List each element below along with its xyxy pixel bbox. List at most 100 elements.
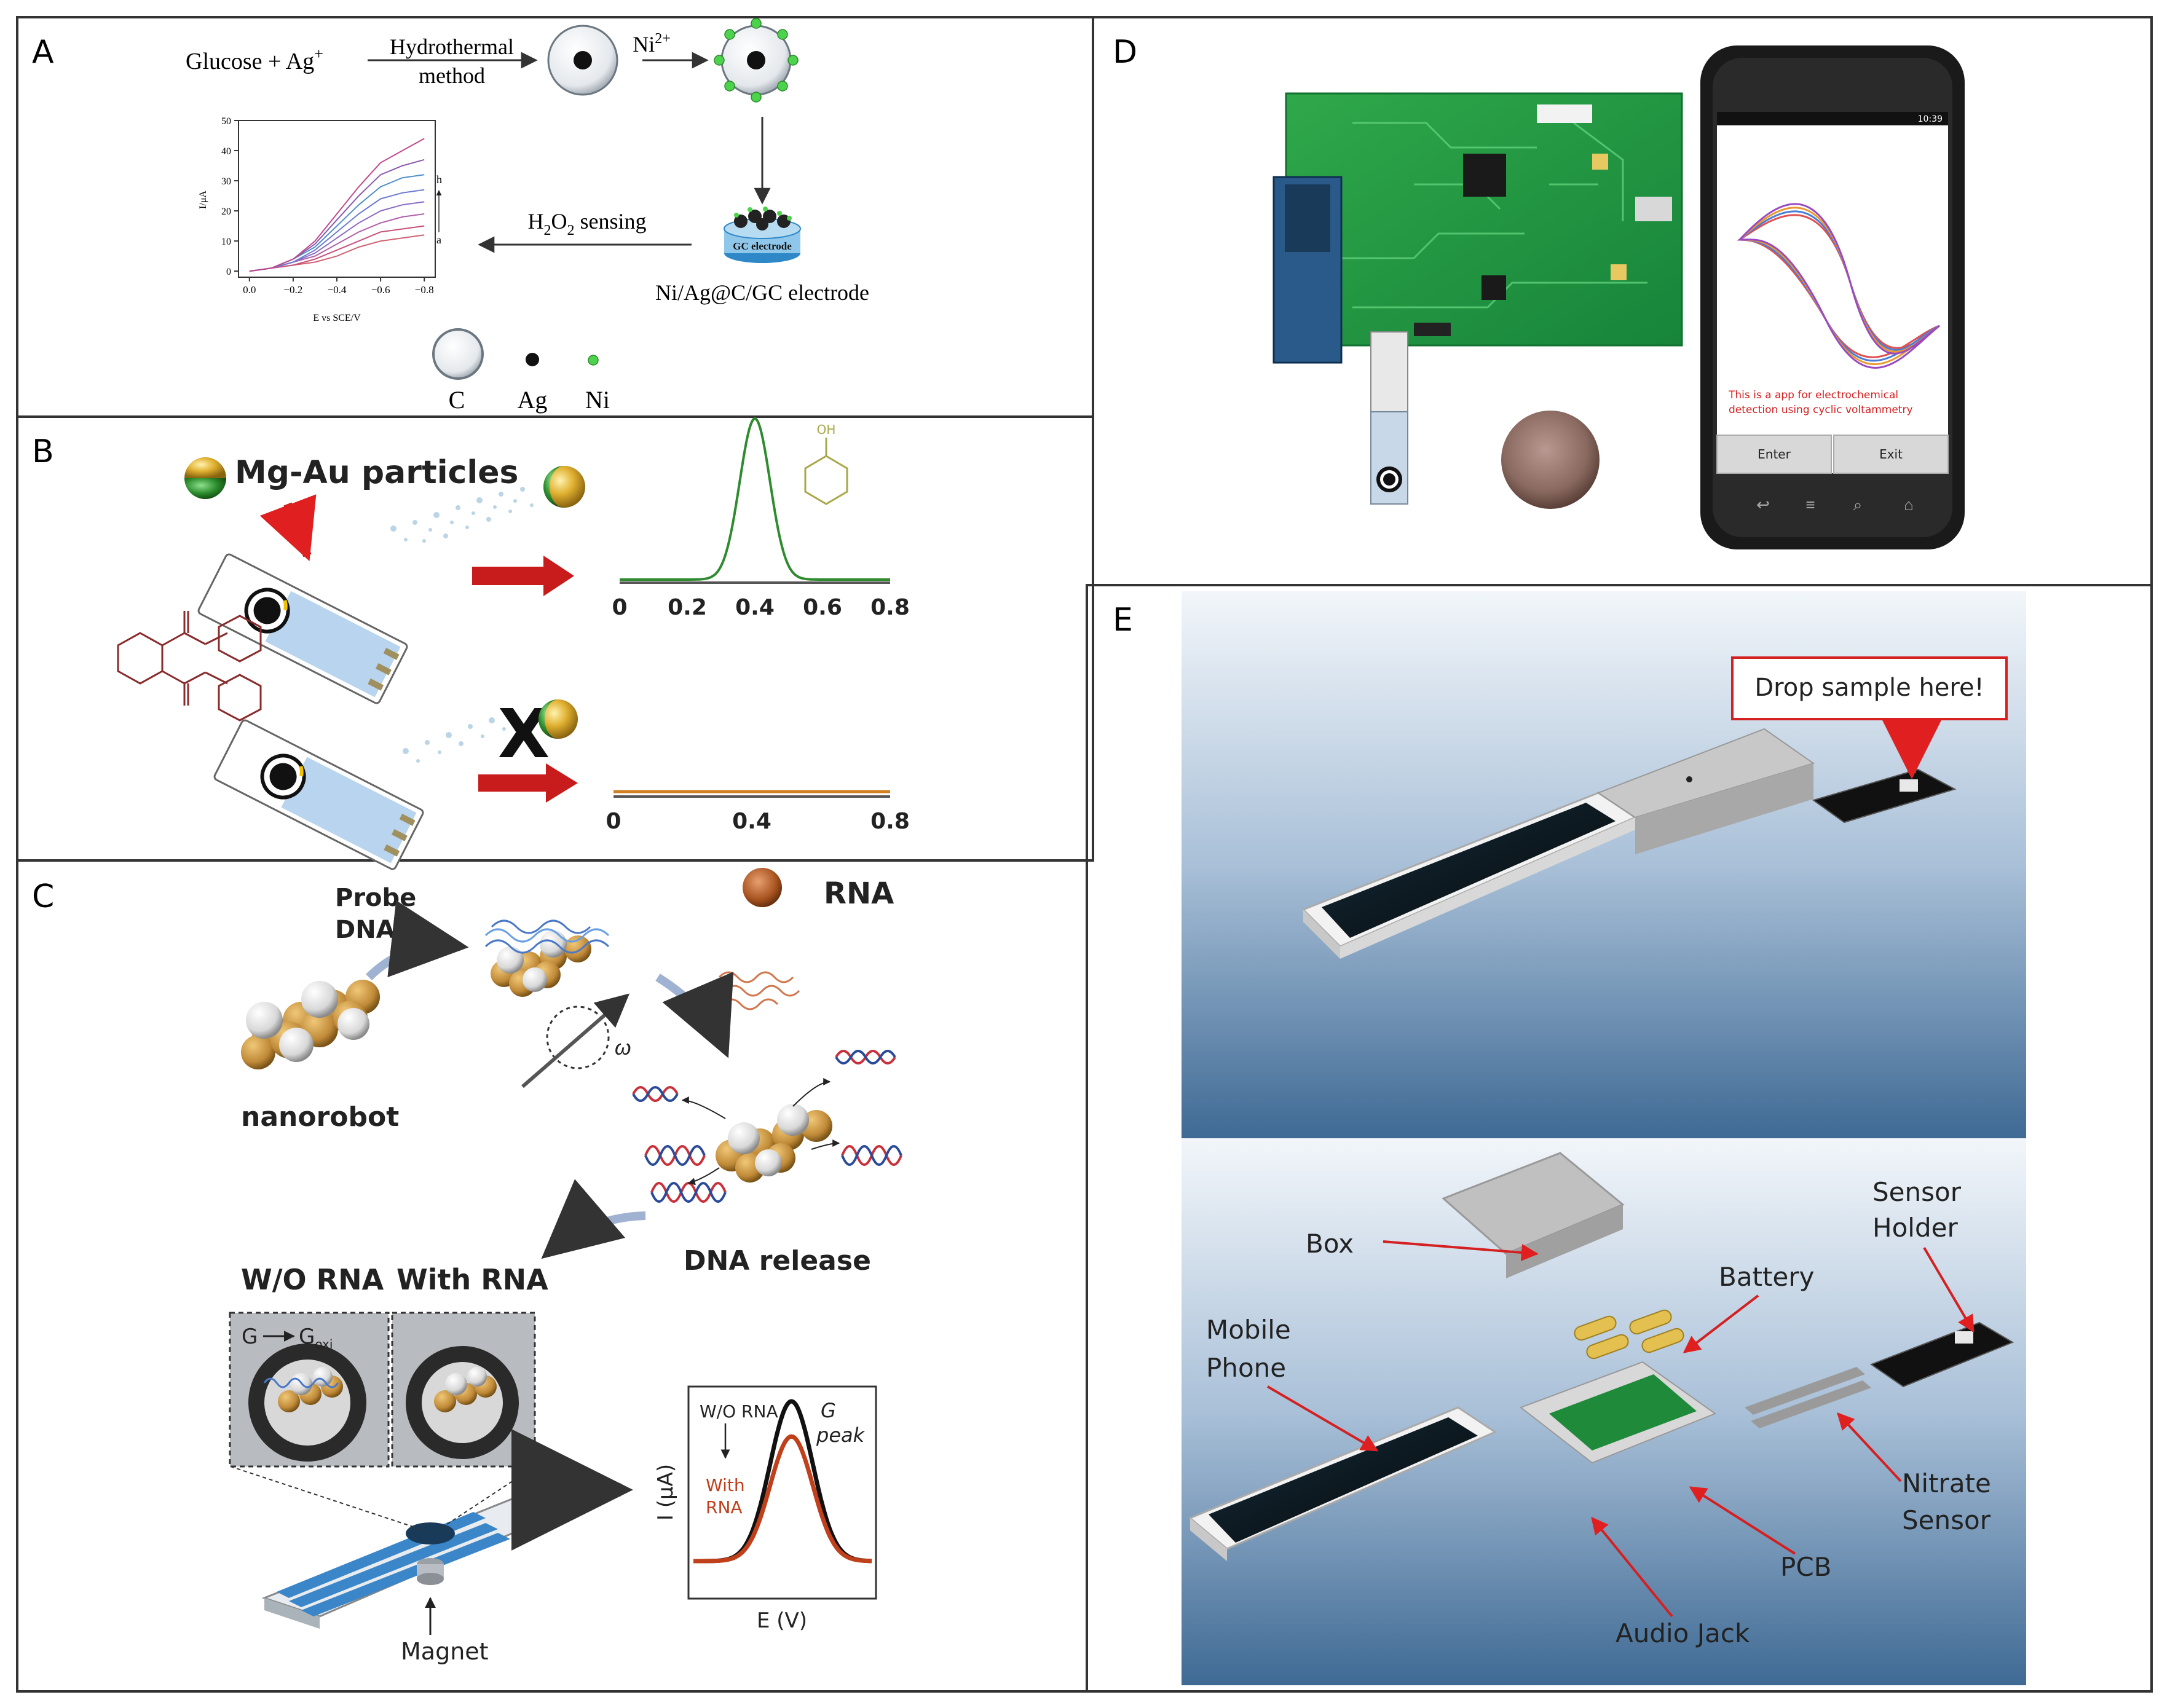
chart-b2-xtick-label: 0 [606,809,621,834]
label-box: Box [1306,1229,1354,1259]
zoom-connector-left [230,1466,425,1531]
phone-cv-curves [1737,203,1940,369]
label-nitrate-sensor-2: Sensor [1902,1505,1991,1535]
drop-sample-callout [1731,656,2008,720]
chart-a-xtick-label: −0.8 [415,284,434,296]
phone-exit-label: Exit [1879,447,1903,462]
chart-a-ytick-label: 10 [221,237,231,247]
label-mobile-phone-2: Phone [1206,1353,1286,1383]
gc-electrode-label: GC electrode [733,240,792,252]
method-label: method [419,63,485,88]
legend-c-label: C [449,386,465,414]
home-icon[interactable]: ⌂ [1904,495,1914,514]
particle-spray-top [390,487,534,543]
phone-app-text-1: This is a app for electrochemical [1728,389,1898,401]
nanorobot-cluster [241,980,380,1069]
ag-carbon-particle [547,25,618,96]
chart-a-series-d [249,201,425,272]
chart-b1-xtick-label: 0.4 [735,595,775,620]
flow-arrow-1 [366,900,469,980]
phthalate-molecule [117,611,262,722]
red-block-arrow-top-head [543,556,574,596]
g-label: G [242,1324,258,1349]
zoom-connector-right [437,1466,535,1531]
chart-a-series-b [249,225,425,272]
chart-a-xtick-label: −0.4 [328,284,347,296]
chart-c-g-peak-1: G [821,1399,836,1422]
nanorobot-with-probe [484,919,610,997]
panel-a-legend: C Ag Ni [432,328,610,414]
label-audio-jack: Audio Jack [1616,1618,1750,1648]
red-pointer-arrow [259,494,317,562]
screen-printed-electrode-bottom [213,719,424,870]
ni-ag-carbon-particle [714,18,799,103]
omega-label: ω [615,1036,631,1060]
chart-a-ytick-label: 40 [221,146,231,157]
particle-spray-bottom [403,717,506,763]
chart-a-frame [238,120,436,278]
rotation-indicator [521,993,630,1088]
magnet-label: Magnet [401,1638,489,1665]
panel-e-frame [1086,584,2153,1693]
chart-a-xlabel: E vs SCE/V [313,313,361,323]
legend-ni-label: Ni [585,386,610,414]
pcb-connector [1537,104,1592,123]
rna-strands [718,971,800,1010]
phone-app-text-2: detection using cyclic voltammetry [1729,404,1913,416]
hydrothermal-label: Hydrothermal [390,34,514,59]
sensor-cable [1370,331,1408,412]
red-block-arrow-top-body [472,567,546,585]
dna-release-cluster [716,1104,832,1183]
panel-c: C Probe DNA RNA nanorobot [32,868,902,1665]
chart-a-xtick-label: 0.0 [243,284,256,296]
ni-ion-label: Ni2+ [633,31,671,57]
chart-a-ytick-label: 30 [221,176,231,187]
label-nitrate-sensor-1: Nitrate [1902,1468,1991,1498]
menu-icon[interactable]: ≡ [1805,495,1815,514]
chart-b2-xtick-label: 0.8 [870,809,910,834]
phone-nav-icons: ↩ ≡ ⌕ ⌂ [1756,495,1914,514]
zoom-box-with-rna [391,1312,536,1468]
chart-c-xlabel: E (V) [757,1608,807,1633]
exploded-labels: Box Battery Sensor Holder Mobile Phone N… [1206,1177,1991,1648]
pcb-capacitor-2 [1611,264,1627,280]
chart-a-series-h [249,138,425,272]
phone-enter-label: Enter [1758,447,1791,462]
label-mobile-phone-1: Mobile [1206,1315,1291,1345]
pcb-capacitor-1 [1592,154,1608,170]
search-icon[interactable]: ⌕ [1853,495,1863,514]
chart-a-series-c [249,213,425,272]
phone-status-time: 10:39 [1918,114,1943,124]
phone-enter-button[interactable] [1716,435,1832,474]
legend-ag-symbol [526,353,539,366]
chart-b1-xtick-label: 0.6 [803,595,842,620]
probe-dna-label-2: DNA [335,916,395,944]
chart-c-with-rna-line [693,1434,872,1564]
pin-header [1414,323,1451,336]
chart-b1-xtick-label: 0.2 [668,595,707,620]
red-block-arrow-bottom-body [478,774,548,792]
panel-d: D [1113,34,1965,549]
back-icon[interactable]: ↩ [1756,495,1770,514]
blocked-x-mark: X [498,695,550,773]
curve-label-a: a [436,234,441,246]
panel-b-letter: B [32,433,54,470]
chart-a-ytick-label: 20 [221,207,231,217]
panel-a: A Glucose + Ag+ Hydrothermal method Ni2+ [32,18,869,414]
legend-ag-label: Ag [518,386,548,414]
phone-screen [1717,112,1948,473]
probe-dna-label-1: Probe [335,884,416,912]
chart-c-with-label-2: RNA [706,1497,743,1517]
panel-d-letter: D [1113,34,1137,71]
cv-curve-4 [1737,203,1940,369]
phone-exit-button[interactable] [1833,435,1949,474]
reactant-text: Glucose + Ag+ [186,45,323,74]
magnetic-electrode-board [261,1486,593,1629]
with-rna-label: With RNA [397,1263,548,1296]
exploded-pointer-arrows [1266,1240,1975,1618]
chart-a-xtick-label: −0.2 [283,284,302,296]
nanorobot-label: nanorobot [241,1101,399,1133]
label-sensor-holder-2: Holder [1872,1213,1958,1243]
